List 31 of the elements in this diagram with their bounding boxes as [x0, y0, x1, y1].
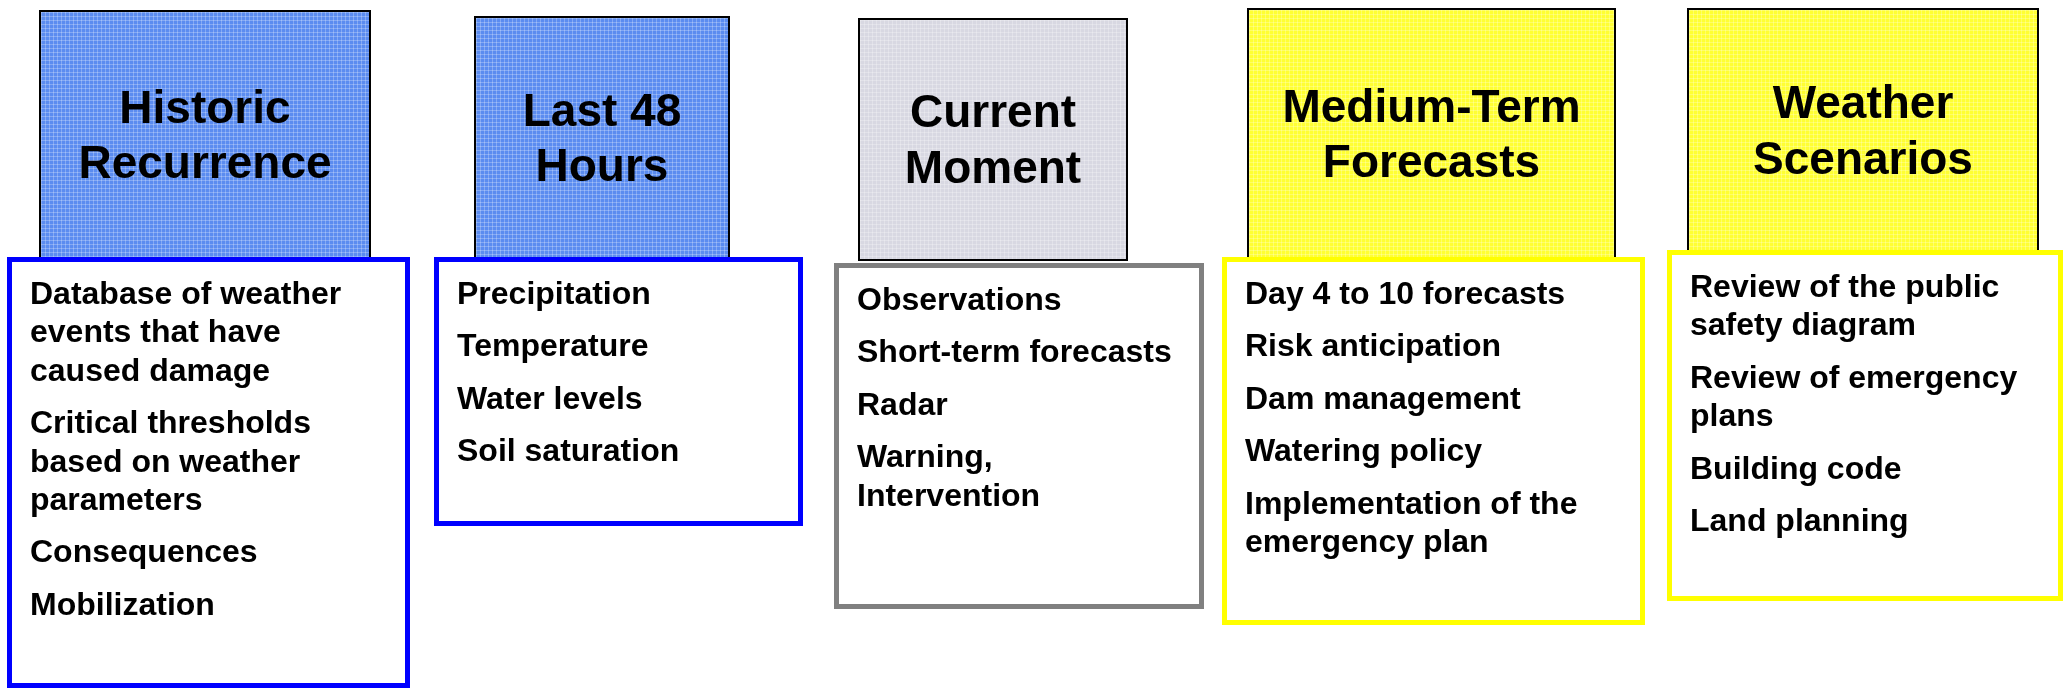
column-header: Historic Recurrence: [39, 10, 371, 260]
list-item: Review of emergency plans: [1690, 357, 2019, 435]
list-item: Database of weather events that have caused damage: [30, 274, 343, 390]
list-item: Warning, Intervention: [857, 437, 1042, 514]
list-item: Radar: [857, 384, 949, 424]
list-item: Dam management: [1245, 378, 1522, 418]
list-item: Short-term forecasts: [857, 332, 1173, 371]
list-item: Soil saturation: [457, 431, 681, 470]
list-item: Consequences: [30, 532, 259, 571]
list-panel: [434, 257, 803, 526]
list-item: Review of the public safety diagram: [1690, 267, 2001, 344]
column-header: Current Moment: [858, 18, 1128, 261]
list-item: Temperature: [457, 326, 650, 365]
list-panel: [1667, 250, 2063, 601]
list-item: Observations: [857, 280, 1063, 319]
list-item: Water levels: [457, 378, 644, 418]
list-item: Land planning: [1690, 500, 1910, 540]
list-panel: [1222, 257, 1645, 625]
list-item: Implementation of the emergency plan: [1245, 483, 1579, 561]
column-header: Medium-Term Forecasts: [1247, 8, 1616, 260]
list-item: Critical thresholds based on weather parameters: [30, 403, 312, 519]
list-item: Precipitation: [457, 274, 652, 313]
list-panel: [7, 257, 410, 688]
column-header: Last 48 Hours: [474, 16, 730, 260]
list-item: Day 4 to 10 forecasts: [1245, 274, 1567, 313]
list-item: Building code: [1690, 448, 1903, 487]
list-item: Mobilization: [30, 584, 216, 624]
column-header: Weather Scenarios: [1687, 8, 2039, 253]
list-panel: [834, 263, 1204, 609]
list-item: Watering policy: [1245, 431, 1484, 470]
list-item: Risk anticipation: [1245, 326, 1503, 365]
